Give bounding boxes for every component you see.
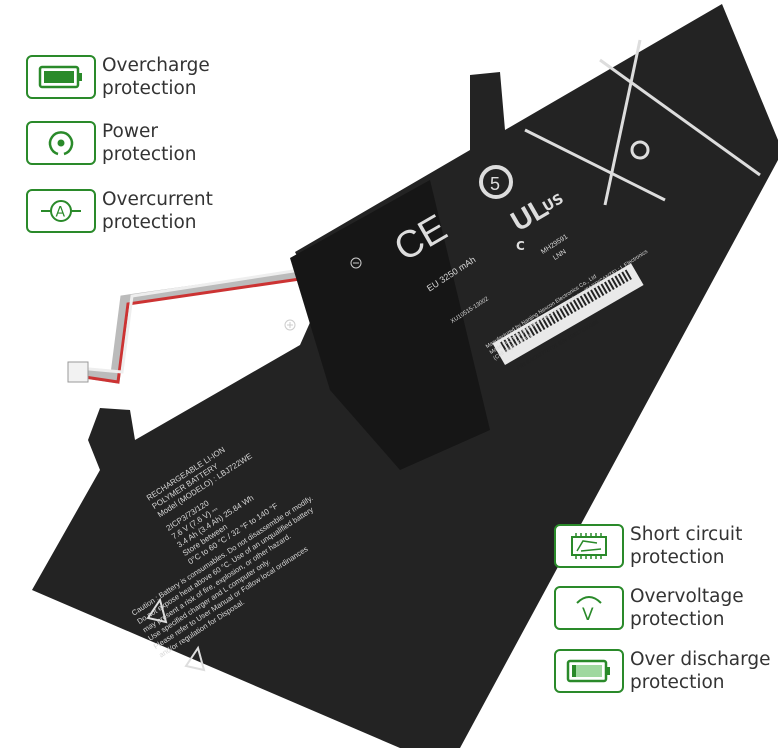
voltage-icon: V	[576, 596, 602, 623]
battery-cell-seam	[290, 180, 490, 470]
svg-text:C: C	[516, 239, 525, 253]
barcode-label	[492, 263, 644, 366]
minus-terminal-icon	[350, 257, 362, 269]
warning-icon	[146, 597, 206, 672]
ammeter-icon: A	[41, 200, 81, 222]
svg-text:5: 5	[490, 174, 500, 194]
recycle-icon: 5	[479, 165, 513, 199]
weee-bin-icon	[524, 39, 761, 206]
low-battery-icon	[566, 659, 610, 683]
plus-terminal-icon	[284, 319, 296, 331]
svg-text:A: A	[56, 205, 66, 221]
full-battery-icon	[38, 65, 82, 89]
circuit-board-icon	[571, 533, 607, 559]
power-ring-icon	[48, 131, 74, 156]
svg-text:V: V	[582, 605, 594, 623]
cable-connector	[67, 361, 89, 383]
